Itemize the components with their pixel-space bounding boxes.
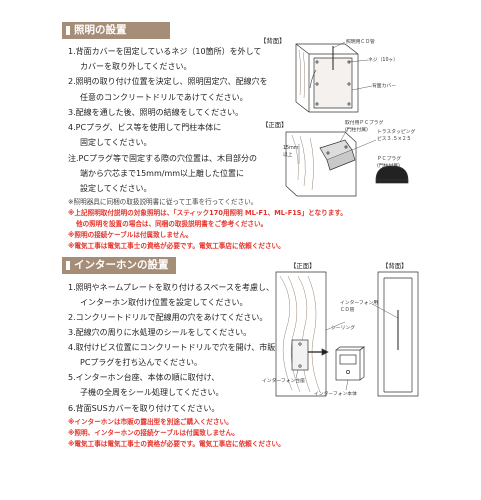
intercom-step-5b: 子機の全周をシール処理してください。 bbox=[80, 388, 224, 397]
screws-label: ネジ（10ヶ） bbox=[368, 58, 399, 63]
intercom-step-4b: PCプラグを打ち込んでください。 bbox=[80, 358, 203, 367]
intercom-step-1b: インターホン取付け位置を設定してください。 bbox=[80, 298, 248, 307]
lighting-caution-c: 設定してください。 bbox=[80, 184, 152, 193]
intercom-note-1: ※インターホンは市販の露出型を別途ご購入ください。 bbox=[68, 418, 233, 426]
intercom-note-2: ※照明、インターホンの接続ケーブルは付属致しません。 bbox=[68, 429, 239, 437]
intercom-base-label: インターフォン台座 bbox=[262, 379, 305, 384]
pc-plug-label: 取付用ＰＣプラグ (門柱付属) bbox=[345, 121, 384, 133]
lighting-note-4: ※照明の接続ケーブルは付属致しません。 bbox=[68, 231, 193, 239]
dimension-15mm-label: 15mm 以上 bbox=[283, 146, 299, 158]
lighting-back-view-label: 【背面】 bbox=[260, 37, 286, 45]
lighting-front-view-label: 【正面】 bbox=[262, 121, 288, 129]
lighting-note-2: ※上記照明取付説明の対象照明は、「スティック170用照明 ML-F1、ML-F1… bbox=[68, 209, 347, 217]
intercom-cd-label: インターフォン用 ＣＤ管 bbox=[340, 301, 379, 313]
intercom-front-view-label: 【正面】 bbox=[290, 262, 316, 270]
intercom-step-4: 4.取付けビス位置にコンクリートドリルで穴を開け、市販の bbox=[68, 343, 284, 352]
intercom-back-view-label: 【背面】 bbox=[382, 262, 408, 270]
intercom-step-6: 6.背面SUSカバーを取り付けてください。 bbox=[68, 404, 220, 413]
lighting-cd-label: 照明用ＣＤ管 bbox=[346, 40, 375, 45]
tapping-screw-label: トラスタッピング ビス３.５×２５ bbox=[377, 130, 416, 142]
intercom-step-1: 1.照明やネームプレートを取り付けるスペースを考慮し、 bbox=[68, 283, 274, 292]
lighting-note-5: ※電気工事は電気工事士の資格が必要です。電気工事店に依頼ください。 bbox=[68, 242, 285, 250]
sealing-label: シーリング bbox=[331, 326, 355, 331]
back-cover-label: 背面カバー bbox=[372, 84, 396, 89]
section-title-lighting: 照明の設置 bbox=[62, 22, 170, 39]
intercom-step-2: 2.コンクリートドリルで配線用の穴をあけてください。 bbox=[68, 313, 268, 322]
lighting-step-4b: 固定してください。 bbox=[80, 138, 152, 147]
intercom-body-label: インターフォン本体 bbox=[314, 392, 357, 397]
intercom-note-3: ※電気工事は電気工事士の資格が必要です。電気工事店に依頼ください。 bbox=[68, 440, 285, 448]
lighting-note-1: ※照明器具に同梱の取扱説明書に従って工事を行ってください。 bbox=[68, 198, 258, 206]
lighting-caution: 注.PCプラグ等で固定する際の穴位置は、木目部分の bbox=[68, 154, 257, 163]
lighting-step-1: 1.背面カバーを固定しているネジ（10箇所）を外して bbox=[68, 47, 262, 56]
lighting-step-2: 2.照明の取り付け位置を決定し、照明固定穴、配線穴を bbox=[68, 77, 268, 86]
intercom-step-5: 5.インターホン台座、本体の順に取付け、 bbox=[68, 373, 220, 382]
section-title-intercom: インターホンの設置 bbox=[62, 257, 176, 274]
lighting-note-3: 他の照明を設置の場合は、同梱の取扱説明書をご参考ください。 bbox=[76, 220, 268, 228]
lighting-caution-b: 端から穴芯まで15mm/mm以上離した位置に bbox=[80, 169, 245, 178]
lighting-step-2b: 任意のコンクリートドリルであけてください。 bbox=[80, 93, 248, 102]
lighting-step-3: 3.配線を通した後、照明の結線をしてください。 bbox=[68, 108, 244, 117]
pc-plug-2-label: ＰＣプラグ (門柱付属) bbox=[377, 157, 401, 169]
intercom-step-3: 3.配線穴の周りに水処理のシールをしてください。 bbox=[68, 328, 252, 337]
lighting-step-1b: カバーを取り外してください。 bbox=[80, 62, 192, 71]
lighting-step-4: 4.PCプラグ、ビス等を使用して門柱本体に bbox=[68, 123, 222, 132]
